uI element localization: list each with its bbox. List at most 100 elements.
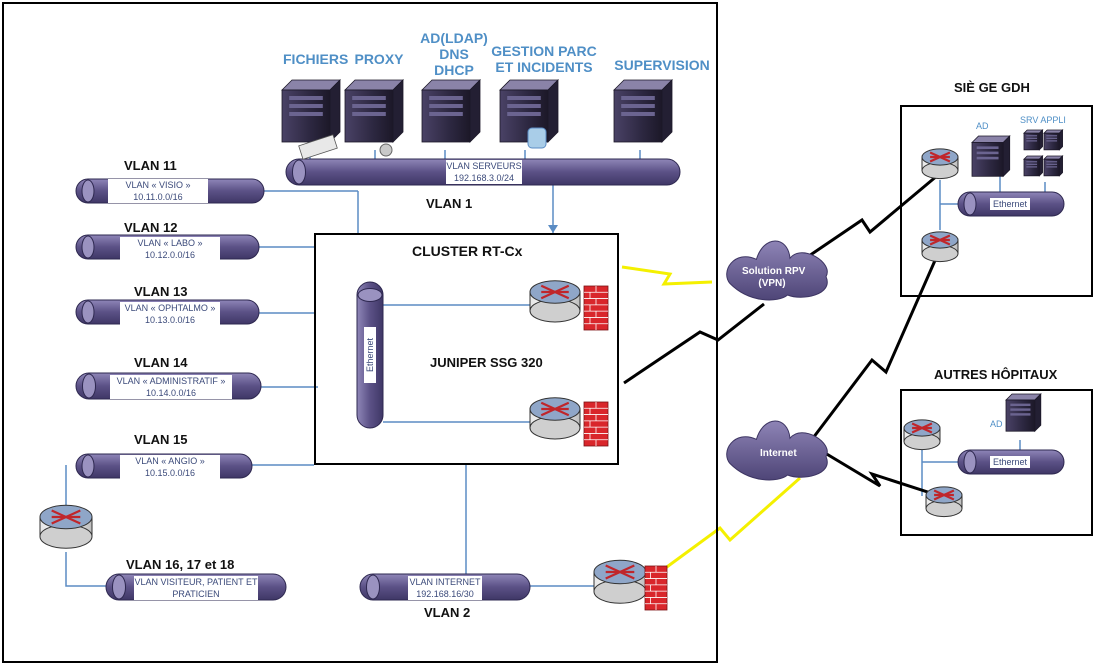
pipe-end <box>112 574 126 600</box>
server-bay <box>976 156 999 160</box>
server-bay <box>621 112 655 116</box>
vlan-title: VLAN 12 <box>124 220 178 235</box>
siege-srv-icon-4 <box>1043 155 1064 177</box>
server-bay <box>1010 408 1031 411</box>
vpn-line1: Solution RPV <box>742 266 806 277</box>
vlan-name: VLAN « VISIO » <box>125 180 191 190</box>
vlan-label-box: VLAN « VISIO » 10.11.0.0/16 <box>108 179 208 203</box>
link-router-vlan16 <box>65 552 106 587</box>
server-bay <box>1046 140 1058 142</box>
cloud-shape <box>726 420 828 481</box>
vlan-internet-subnet: 192.168.16/30 <box>416 589 474 599</box>
vlan-title: VLAN 16, 17 et 18 <box>126 557 235 572</box>
bolt-internet-autres <box>819 448 941 498</box>
vlan2-title: VLAN 2 <box>424 605 471 620</box>
server-bay <box>352 112 386 116</box>
vlan-subnet: 10.14.0.0/16 <box>145 388 197 398</box>
gestion-server-icon <box>499 79 559 143</box>
server-label-fichiers: FICHIERS <box>283 51 349 67</box>
server-bay <box>289 112 323 116</box>
campus-frame <box>2 2 718 663</box>
server-bay <box>1026 137 1038 139</box>
server-bay <box>1046 166 1058 168</box>
server-bay <box>1026 140 1038 142</box>
arrow-head <box>548 225 558 233</box>
server-bay <box>976 151 999 155</box>
server-bay <box>621 96 655 100</box>
bolt-cluster-vpn <box>621 265 713 286</box>
vlan-name: VLAN VISITEUR, PATIENT ET <box>134 577 258 587</box>
server-bay <box>507 96 541 100</box>
siege-frame <box>900 105 1093 297</box>
autres-router-1-icon <box>903 419 941 451</box>
vlan-internet-name: VLAN INTERNET <box>409 577 481 587</box>
cluster-device: JUNIPER SSG 320 <box>430 355 543 370</box>
cluster-router-1-icon <box>529 280 581 323</box>
vlan-label-box: VLAN « ADMINISTRATIF » 10.14.0.0/16 <box>110 375 232 399</box>
devices <box>39 79 1064 611</box>
vlan-subnet: 10.13.0.0/16 <box>144 315 196 325</box>
siege-ethernet-label: Ethernet <box>990 198 1030 210</box>
disk-icon <box>298 134 338 160</box>
server-bay <box>1026 163 1038 165</box>
vlan-label-box: VLAN « ANGIO » 10.15.0.0/16 <box>120 455 220 479</box>
bolt-router-internet <box>659 476 801 574</box>
server-bay <box>976 146 999 149</box>
vlan-subnet: PRATICIEN <box>172 589 220 599</box>
siege-ad-server-icon <box>971 135 1011 178</box>
vlan-subnet: 10.12.0.0/16 <box>144 250 196 260</box>
server-label-supervision: SUPERVISION <box>614 57 710 73</box>
server-bay <box>1026 161 1038 163</box>
wan-links <box>621 168 946 574</box>
server-bay <box>621 104 655 108</box>
server-bay <box>1046 163 1058 165</box>
siege-router-2-icon <box>921 231 959 263</box>
server-bay <box>289 96 323 100</box>
cluster-title: CLUSTER RT-Cx <box>412 243 523 259</box>
cluster-router-2-icon <box>529 397 581 440</box>
autres-title: AUTRES HÔPITAUX <box>934 367 1058 382</box>
vlan-title: VLAN 11 <box>124 158 177 173</box>
vlan-title: VLAN 15 <box>134 432 188 447</box>
bolt-cluster-vpn-2 <box>623 302 765 385</box>
server-bay <box>507 112 541 116</box>
siege-srv-icon-2 <box>1043 129 1064 151</box>
pipe-end <box>81 300 95 324</box>
vlan-title: VLAN 14 <box>134 355 188 370</box>
autres-router-2-icon <box>925 486 963 518</box>
vlan-label-box: VLAN « OPHTALMO » 10.13.0.0/16 <box>120 302 220 326</box>
server-bay <box>429 104 463 108</box>
supervision-server-icon <box>613 79 673 143</box>
siege-srv-label: SRV APPLI <box>1020 115 1066 125</box>
bolt-vpn-siege <box>799 168 945 264</box>
server-bay <box>289 104 323 108</box>
cluster-firewall-2-icon <box>583 401 609 447</box>
server-bay <box>1046 135 1058 137</box>
vlan-internet-box: VLAN INTERNET 192.168.16/30 <box>408 576 482 600</box>
vpn-cloud-icon <box>726 240 828 301</box>
server-label-gestion: GESTION PARC ET INCIDENTS <box>491 43 597 75</box>
cluster-frame <box>314 233 619 465</box>
vlan-servers-box: VLAN SERVEURS 192.168.3.0/24 <box>446 160 522 184</box>
server-bay <box>352 96 386 100</box>
cloud-shape <box>726 240 828 301</box>
internet-cloud-label: Internet <box>760 448 797 459</box>
server-bay <box>352 104 386 108</box>
pipe-end <box>81 235 95 259</box>
server-bay <box>1046 137 1058 139</box>
siege-ad-label: AD <box>976 121 989 131</box>
vlan-router-icon <box>39 504 93 549</box>
key-icon <box>379 143 393 157</box>
pipe-end <box>292 159 306 185</box>
internet-router-icon <box>593 559 647 604</box>
vlan-name: VLAN « OPHTALMO » <box>124 303 216 313</box>
siege-srv-icon-3 <box>1023 155 1044 177</box>
server-bay <box>1026 166 1038 168</box>
siege-srv-icon-1 <box>1023 129 1044 151</box>
vlan-subnet: 10.15.0.0/16 <box>144 468 196 478</box>
pipe-end <box>366 574 380 600</box>
proxy-server-icon <box>344 79 404 143</box>
autres-ad-label: AD <box>990 419 1003 429</box>
pipe-end <box>963 450 977 474</box>
